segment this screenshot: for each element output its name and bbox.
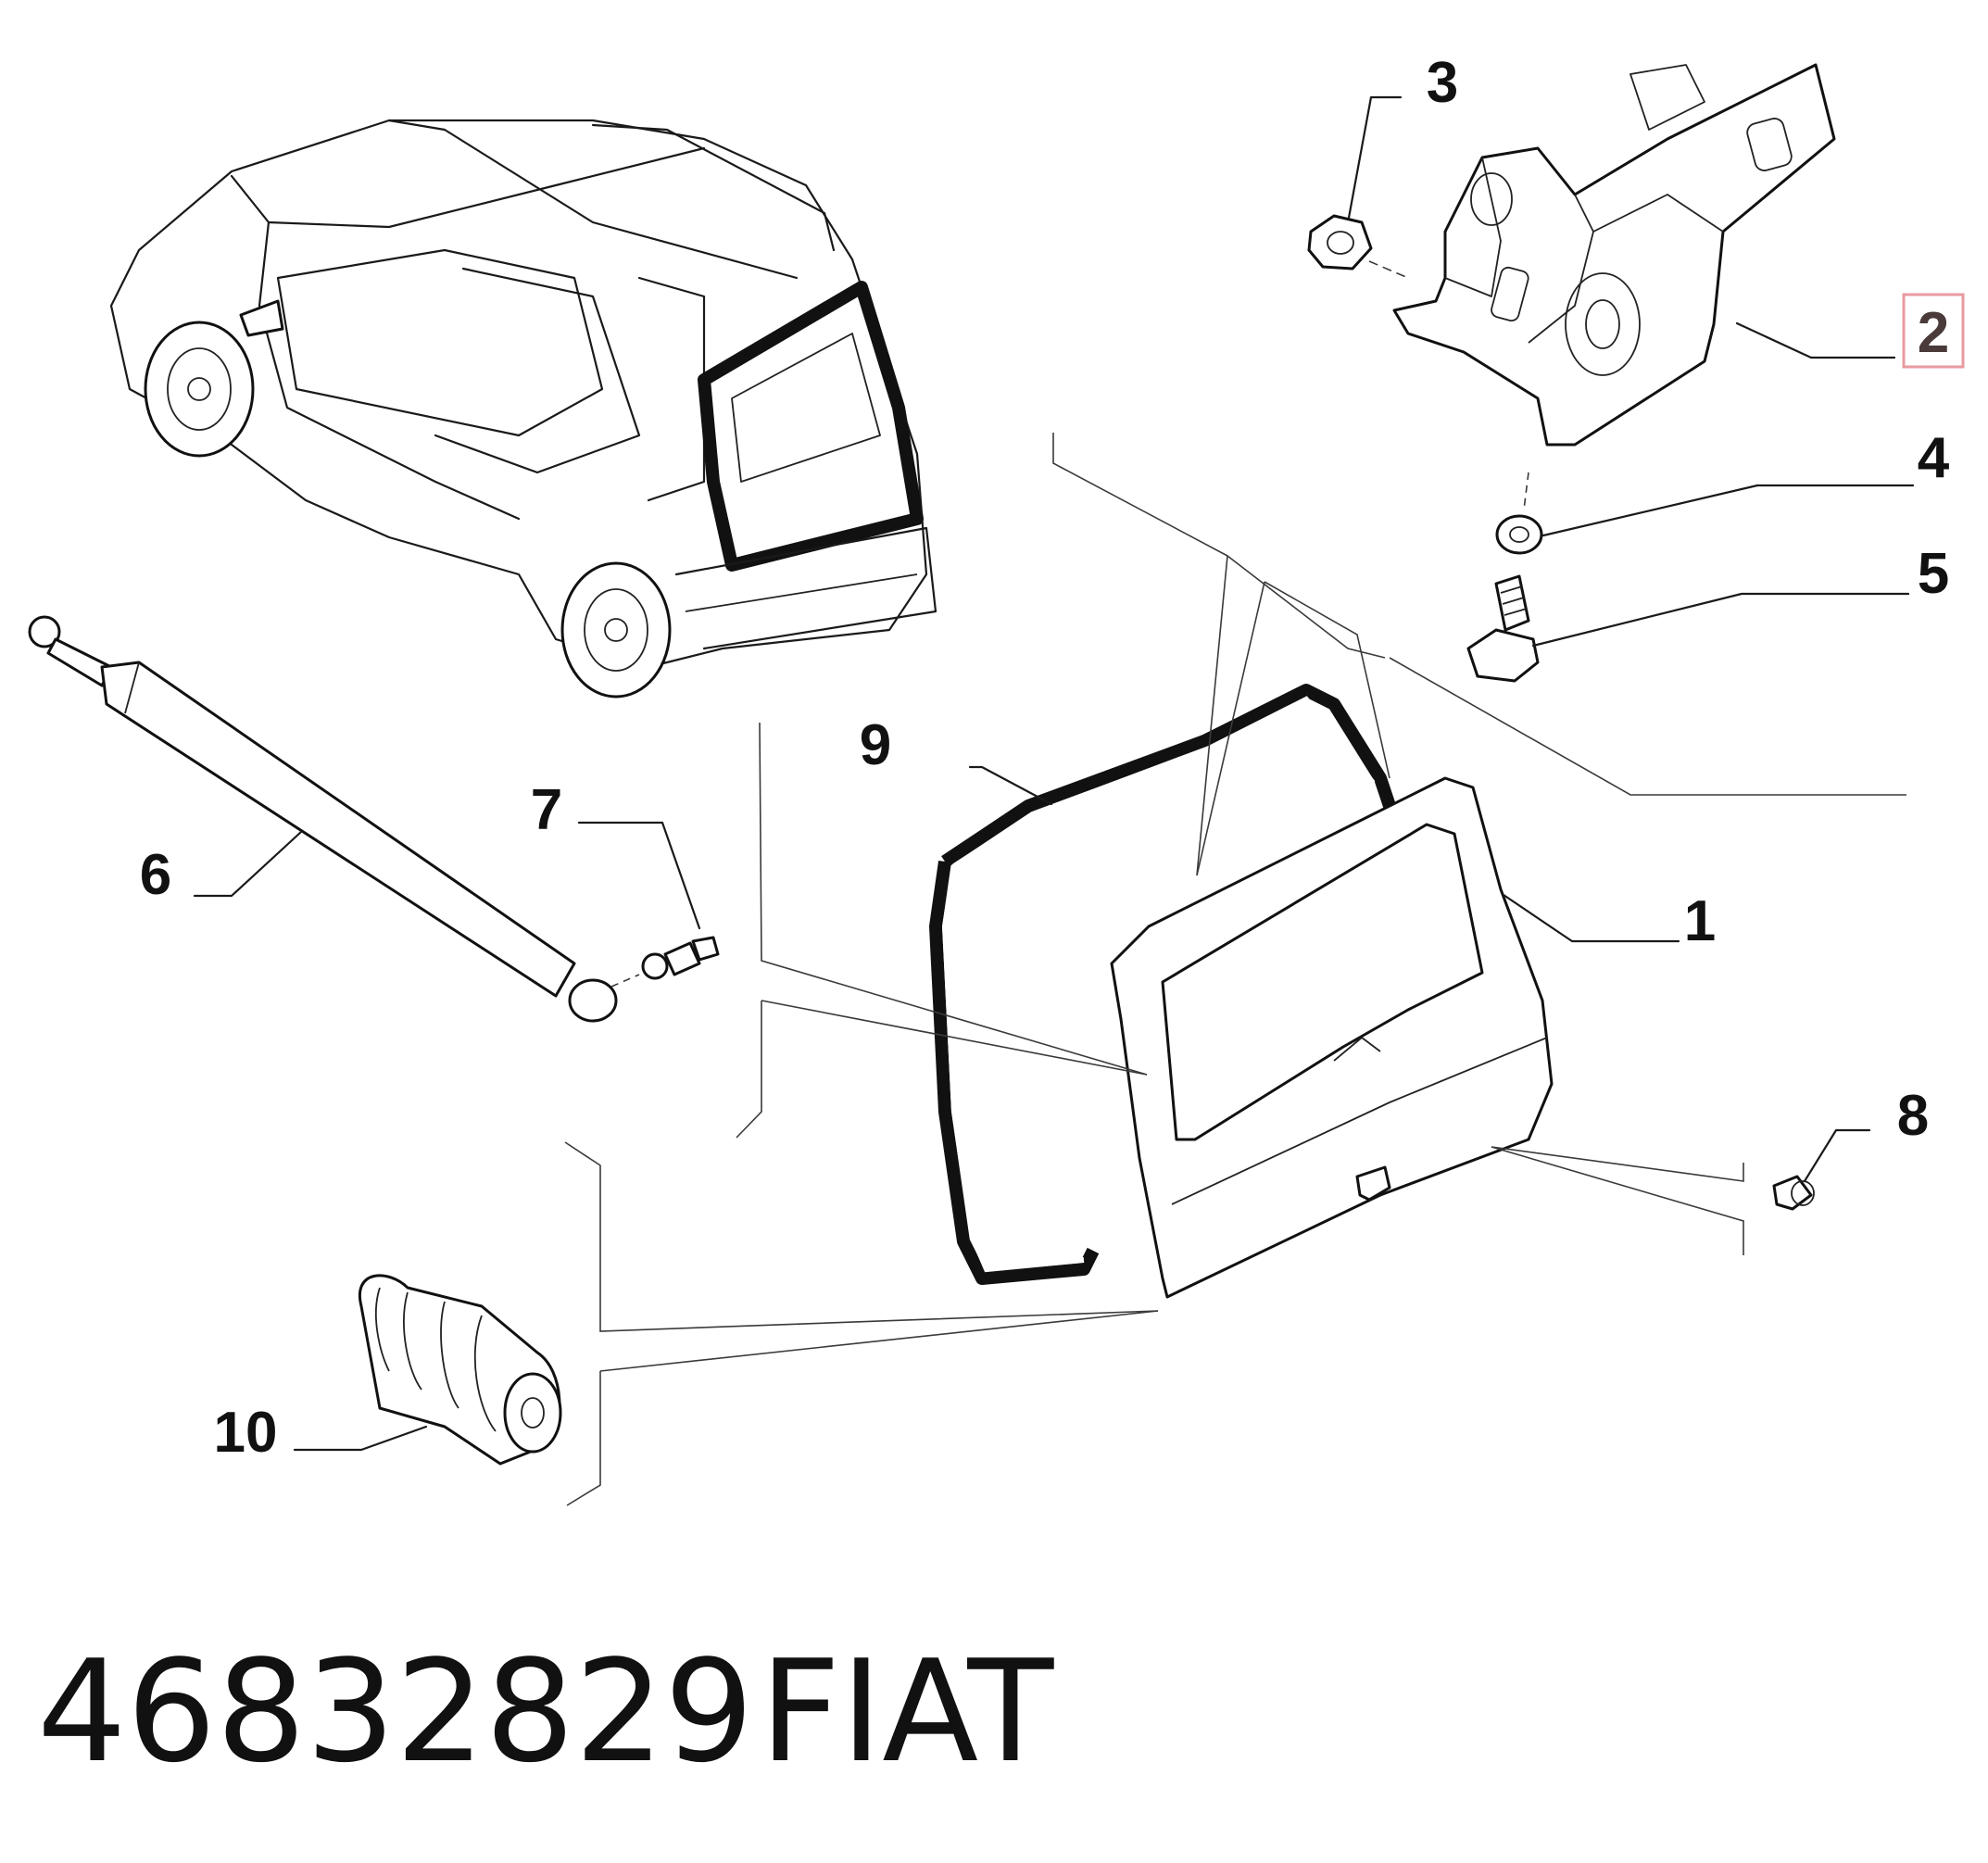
callout-10[interactable]: 10 (214, 1401, 278, 1465)
callout-8[interactable]: 8 (1897, 1084, 1929, 1148)
footer: 46832829 FIAT (37, 1630, 1054, 1794)
callout-2-highlight-box (1902, 293, 1965, 369)
assembly-guide-lines (564, 433, 1906, 1506)
callout-3[interactable]: 3 (1427, 51, 1458, 115)
bolt-part (1466, 574, 1540, 683)
callout-labels: 1 2 3 4 5 6 7 8 9 10 (140, 51, 1965, 1465)
callout-6[interactable]: 6 (140, 843, 171, 907)
leader-lines (193, 95, 1915, 1452)
reference-car-illustration (109, 119, 937, 699)
callout-9[interactable]: 9 (860, 713, 891, 777)
brand-name: FIAT (760, 1630, 1054, 1794)
callout-2[interactable]: 2 (1918, 301, 1949, 365)
plug-part (1772, 1175, 1815, 1211)
gas-strut-part (28, 615, 618, 1023)
bump-stop-part (358, 1274, 562, 1466)
callout-7[interactable]: 7 (531, 778, 562, 842)
callout-5[interactable]: 5 (1918, 542, 1949, 606)
callout-4[interactable]: 4 (1918, 426, 1950, 490)
hinge-part (1392, 63, 1836, 447)
part-number: 46832829 (37, 1630, 754, 1794)
ball-stud-part (610, 936, 720, 988)
washer-part (1495, 472, 1543, 555)
callout-1[interactable]: 1 (1684, 889, 1716, 953)
nut-part (1307, 214, 1409, 279)
tailgate-part (1110, 776, 1554, 1299)
